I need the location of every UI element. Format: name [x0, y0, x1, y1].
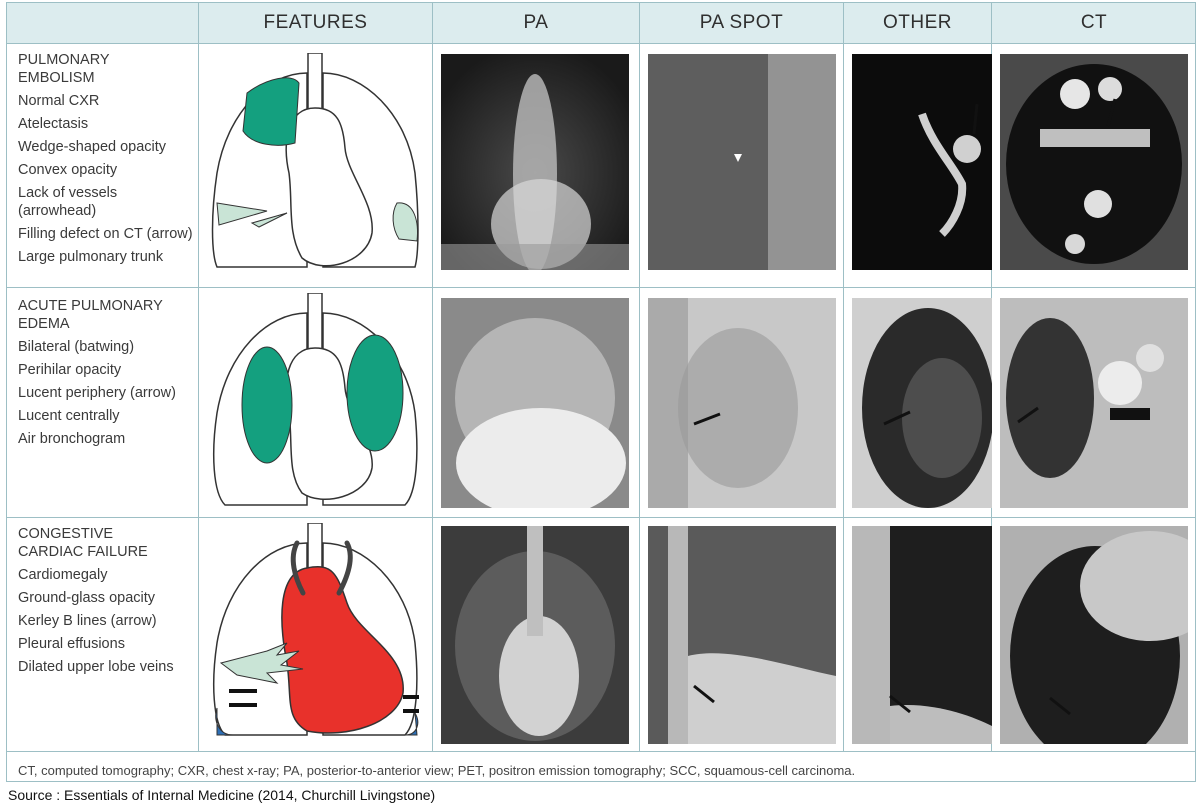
source-citation: Source : Essentials of Internal Medicine… — [8, 787, 436, 803]
feature-item: Wedge-shaped opacity — [18, 139, 167, 155]
row-title: CONGESTIVE — [18, 526, 114, 542]
feature-item: Lucent centrally — [18, 408, 120, 424]
feature-item: Cardiomegaly — [18, 567, 108, 583]
feature-item: Lucent periphery (arrow) — [18, 385, 176, 401]
feature-item: Lack of vessels (arrowhead) — [18, 185, 118, 219]
features-list-cardiac-failure: CONGESTIVE CARDIAC FAILURE Cardiomegaly … — [18, 525, 196, 676]
row-title: PULMONARY — [18, 52, 110, 68]
ct-embolism — [1000, 54, 1188, 270]
feature-item: Bilateral (batwing) — [18, 339, 135, 355]
row-divider — [7, 287, 1195, 288]
lung-diagram-cardiac-failure — [213, 523, 419, 736]
header-ct: CT — [991, 3, 1196, 43]
arrow-icon — [693, 684, 715, 704]
column-divider — [843, 3, 844, 751]
row-title: ACUTE PULMONARY — [18, 298, 163, 314]
pa-xray-cardiac-failure — [441, 526, 629, 744]
feature-item: Pleural effusions — [18, 636, 125, 652]
feature-item: Large pulmonary trunk — [18, 249, 164, 265]
row-divider — [7, 751, 1195, 752]
feature-item: Kerley B lines (arrow) — [18, 613, 157, 629]
feature-item: Filling defect on CT (arrow) — [18, 226, 193, 242]
feature-item: Convex opacity — [18, 162, 118, 178]
feature-item: Atelectasis — [18, 116, 89, 132]
arrowhead-icon — [734, 154, 742, 162]
radiology-table: FEATURES PA PA SPOT OTHER CT PULMONARY E… — [6, 2, 1196, 782]
pa-xray-edema — [441, 298, 629, 508]
table-header: FEATURES PA PA SPOT OTHER CT — [7, 3, 1195, 44]
lung-diagram-edema — [213, 293, 418, 506]
row-divider — [7, 517, 1195, 518]
feature-item: Perihilar opacity — [18, 362, 122, 378]
column-divider — [639, 3, 640, 751]
row-title: EMBOLISM — [18, 70, 95, 86]
other-ct-cardiac-failure — [852, 526, 992, 744]
other-ct-edema — [852, 298, 992, 508]
pa-spot-xray-edema — [648, 298, 836, 508]
row-title: CARDIAC FAILURE — [18, 544, 148, 560]
pa-spot-xray-cardiac-failure — [648, 526, 836, 744]
header-other: OTHER — [843, 3, 991, 43]
arrow-icon — [889, 694, 911, 714]
lung-diagram-embolism — [211, 53, 419, 268]
pa-xray-embolism — [441, 54, 629, 270]
feature-item: Normal CXR — [18, 93, 100, 109]
pa-spot-xray-embolism — [648, 54, 836, 270]
other-ct-embolism — [852, 54, 992, 270]
header-pa: PA — [432, 3, 639, 43]
column-divider — [198, 3, 199, 751]
feature-item: Dilated upper lobe veins — [18, 659, 174, 675]
header-pa-spot: PA SPOT — [639, 3, 843, 43]
arrow-icon — [883, 410, 911, 426]
ct-edema — [1000, 298, 1188, 508]
feature-item: Ground-glass opacity — [18, 590, 156, 606]
arrow-icon — [693, 412, 721, 426]
arrow-icon — [1049, 696, 1071, 716]
features-list-pulmonary-edema: ACUTE PULMONARY EDEMA Bilateral (batwing… — [18, 297, 196, 448]
column-divider — [432, 3, 433, 751]
header-blank — [7, 3, 198, 43]
arrow-icon — [1017, 406, 1039, 424]
ct-cardiac-failure — [1000, 526, 1188, 744]
feature-item: Air bronchogram — [18, 431, 126, 447]
features-list-pulmonary-embolism: PULMONARY EMBOLISM Normal CXR Atelectasi… — [18, 51, 196, 266]
row-title: EDEMA — [18, 316, 70, 332]
header-features: FEATURES — [198, 3, 432, 43]
footnote: CT, computed tomography; CXR, chest x-ra… — [18, 763, 856, 778]
